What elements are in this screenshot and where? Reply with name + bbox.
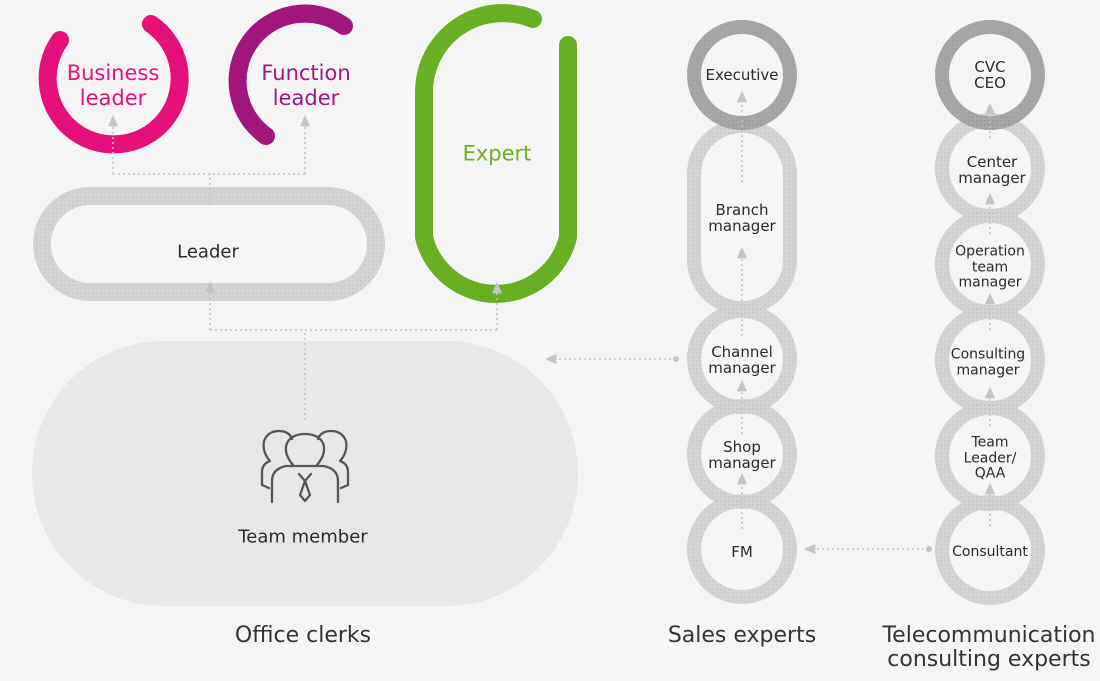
telecom-experts-caption: Telecommunication consulting experts xyxy=(882,622,1096,672)
office-connectors xyxy=(107,114,503,420)
consultant-label: Consultant xyxy=(952,544,1028,561)
team-leader-qaa-label: Team Leader/ QAA xyxy=(963,434,1017,482)
branch-manager-label: Branch manager xyxy=(708,200,776,235)
office-clerks-caption: Office clerks xyxy=(234,622,372,648)
column-connectors xyxy=(544,90,996,555)
executive-label: Executive xyxy=(705,65,779,84)
expert-label: Expert xyxy=(462,141,532,166)
team-people-icon xyxy=(260,429,350,504)
sales-experts-caption: Sales experts xyxy=(667,622,817,648)
operation-team-manager-label: Operation team manager xyxy=(955,243,1025,291)
team-member-label: Team member xyxy=(238,526,368,548)
leader-label: Leader xyxy=(177,241,239,263)
team-member-blob xyxy=(32,341,578,606)
cvc-ceo-label: CVC CEO xyxy=(974,57,1006,92)
function-leader-label: Function leader xyxy=(261,60,351,110)
business-leader-label: Business leader xyxy=(66,60,160,110)
fm-label: FM xyxy=(731,542,753,561)
channel-manager-label: Channel manager xyxy=(708,342,776,377)
consulting-manager-label: Consulting manager xyxy=(950,346,1026,378)
sales-column xyxy=(687,20,797,604)
shop-manager-label: Shop manager xyxy=(708,437,776,472)
center-manager-label: Center manager xyxy=(958,152,1026,187)
